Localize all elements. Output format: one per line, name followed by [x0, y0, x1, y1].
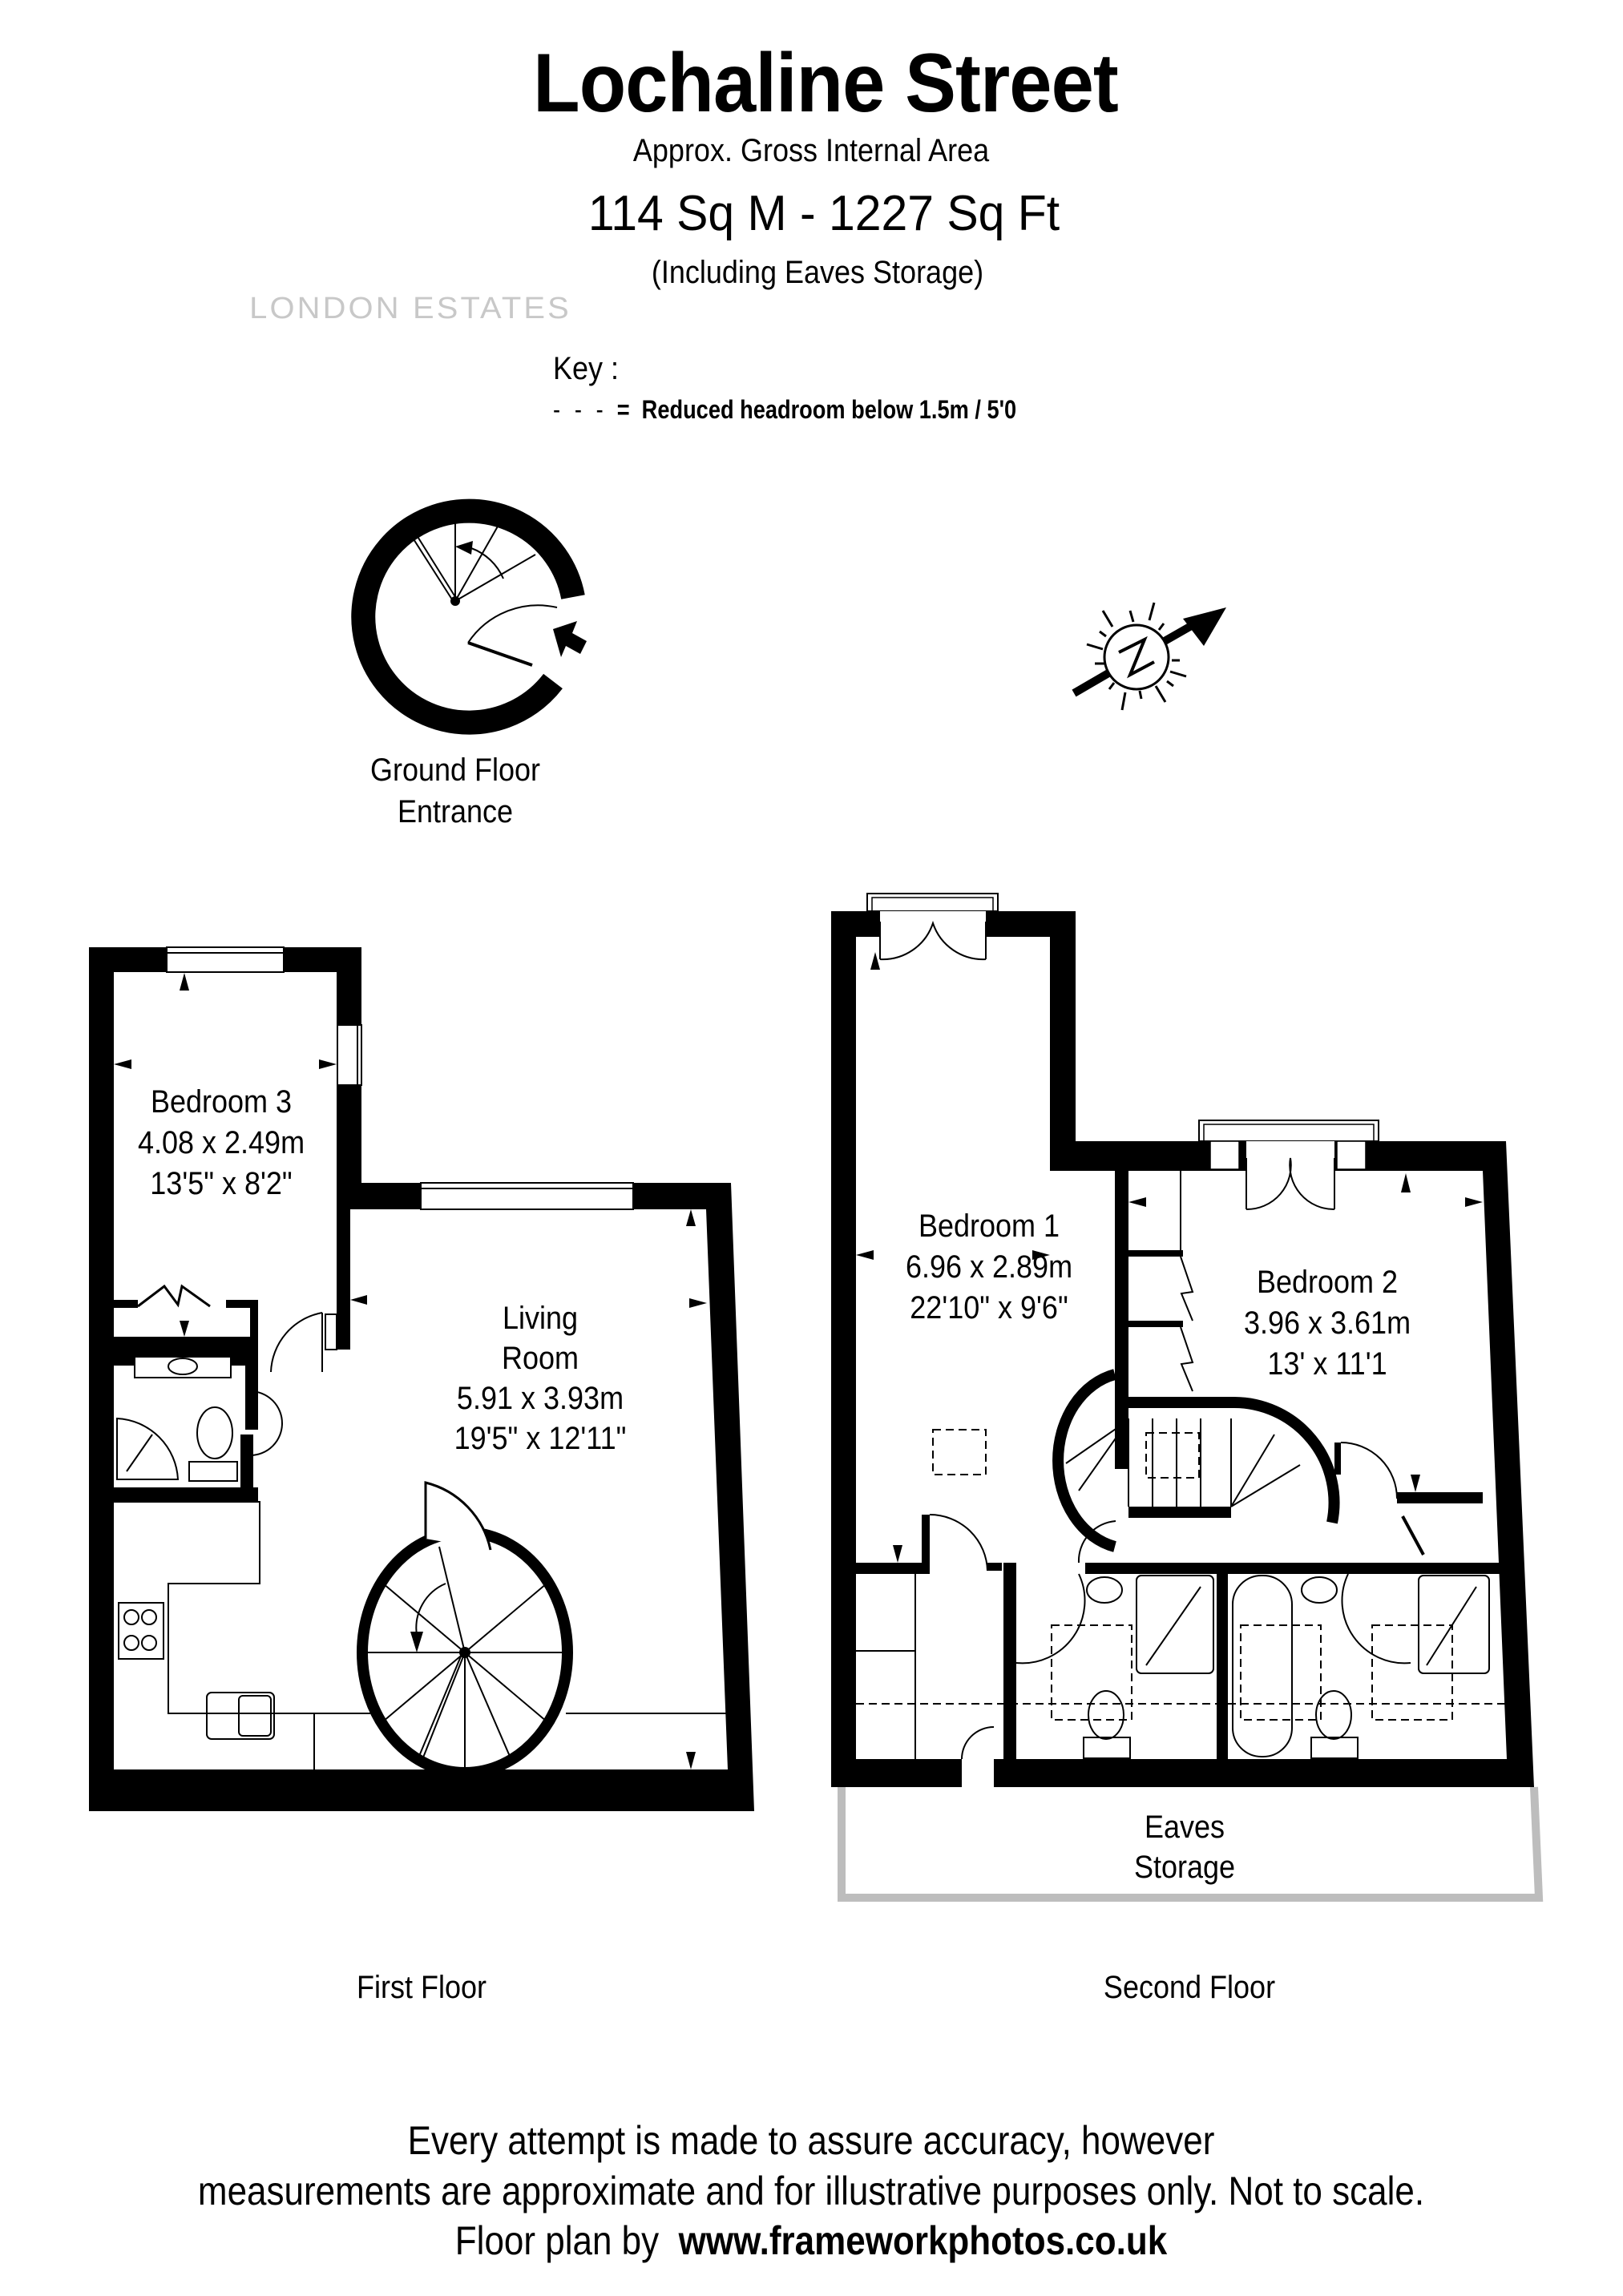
credit-link[interactable]: www.frameworkphotos.co.uk	[678, 2218, 1168, 2263]
room-metric: 3.96 x 3.61m	[1243, 1305, 1411, 1341]
key-row: - - - = Reduced headroom below 1.5m / 5'0	[553, 397, 1016, 422]
agent-watermark: LONDON ESTATES	[249, 292, 571, 325]
room-eaves-storage: Eaves Storage	[1134, 1807, 1235, 1887]
room-metric: 5.91 x 3.93m	[456, 1381, 624, 1416]
disclaimer-line-1: Every attempt is made to assure accuracy…	[407, 2118, 1215, 2163]
room-name-line2: Room	[501, 1341, 579, 1376]
disclaimer-line-3: Floor plan by www.frameworkphotos.co.uk	[454, 2218, 1168, 2263]
room-name-line1: Living	[502, 1301, 579, 1336]
room-living-room: Living Room 5.91 x 3.93m 19'5" x 12'11"	[454, 1298, 627, 1459]
ground-floor-entrance-stair	[351, 498, 587, 735]
north-arrow-icon	[1072, 602, 1226, 711]
room-metric: 4.08 x 2.49m	[137, 1124, 305, 1160]
total-area: 114 Sq M - 1227 Sq Ft	[587, 186, 1060, 241]
room-imperial: 19'5" x 12'11"	[454, 1421, 627, 1456]
room-name: Bedroom 2	[1256, 1265, 1399, 1300]
reduced-headroom-lines	[856, 1429, 1505, 1721]
room-bedroom-1: Bedroom 1 6.96 x 2.89m 22'10" x 9'6"	[906, 1206, 1072, 1328]
entry-arrow-icon	[553, 621, 587, 657]
room-name-line2: Storage	[1133, 1850, 1236, 1885]
area-subtitle: Approx. Gross Internal Area	[632, 133, 990, 168]
room-imperial: 22'10" x 9'6"	[910, 1289, 1068, 1326]
room-bedroom-3: Bedroom 3 4.08 x 2.49m 13'5" x 8'2"	[138, 1082, 305, 1204]
room-bedroom-2: Bedroom 2 3.96 x 3.61m 13' x 11'1	[1244, 1262, 1411, 1384]
disclaimer: Every attempt is made to assure accuracy…	[198, 2116, 1424, 2266]
room-name-line1: Eaves	[1144, 1810, 1225, 1845]
key-description: Reduced headroom below 1.5m / 5'0	[641, 395, 1017, 424]
area-note: (Including Eaves Storage)	[651, 255, 984, 290]
ground-floor-label: Ground Floor Entrance	[369, 753, 541, 829]
page-title: Lochaline Street	[533, 37, 1119, 130]
first-floor-label: First Floor	[357, 1970, 486, 2005]
first-floor-plan	[89, 946, 754, 1811]
room-imperial: 13'5" x 8'2"	[150, 1165, 293, 1201]
key-label: Key :	[553, 351, 620, 386]
second-floor-plan	[831, 893, 1544, 1902]
key-equals: =	[616, 395, 630, 424]
second-floor-label: Second Floor	[1103, 1970, 1276, 2005]
room-metric: 6.96 x 2.89m	[905, 1249, 1073, 1285]
disclaimer-line-2: measurements are approximate and for ill…	[197, 2168, 1425, 2213]
room-name: Bedroom 3	[150, 1084, 293, 1120]
room-imperial: 13' x 11'1	[1267, 1346, 1387, 1382]
dashed-line-icon: - - -	[553, 395, 608, 424]
room-name: Bedroom 1	[918, 1209, 1060, 1244]
